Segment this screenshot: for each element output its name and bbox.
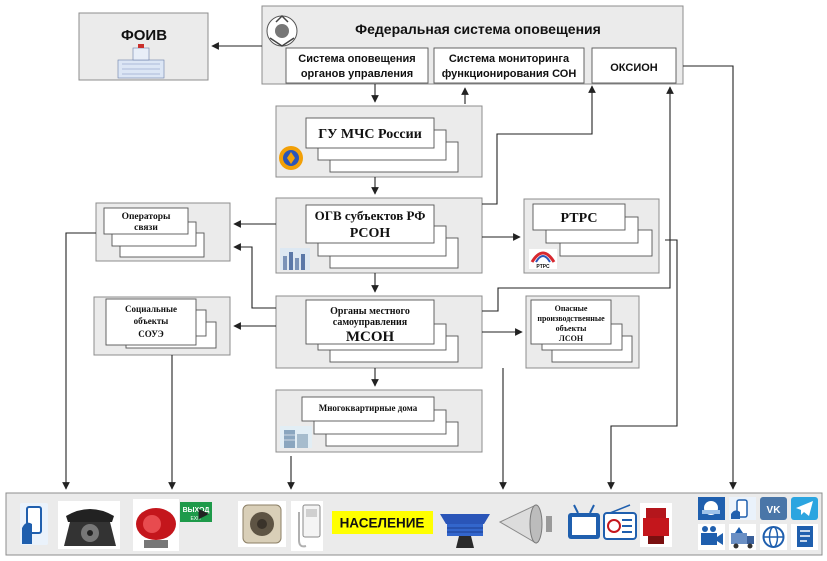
local-line2: самоуправления [333,317,408,328]
radio-icon [603,504,637,540]
hazardous-facilities-node: Опасные производственные объекты ЛСОН [525,295,640,369]
operators-node: Операторы связи [95,202,231,262]
operators-line1: Операторы [122,212,171,222]
document-icon [791,524,818,550]
gu-mchs-title: ГУ МЧС России [318,127,422,142]
ogv-node: ОГВ субъектов РФ РСОН [275,197,483,274]
hazard-line3: объекты [556,324,588,333]
rtrs-node: РТРС РТРС [523,198,660,274]
gu-mchs-node: ГУ МЧС России [275,105,483,178]
arrow-rtrs-to-population [607,239,678,490]
arrow-federal-to-population [683,65,737,490]
siren-icon [133,499,179,551]
vk-icon: VK [760,497,787,520]
oksion-label: ОКСИОН [610,62,658,74]
apartments-title: Многоквартирные дома [319,403,418,413]
population-label: НАСЕЛЕНИЕ [332,511,433,534]
social-line1: Социальные [125,304,177,314]
city-skyline-icon [280,248,310,270]
mushroom-siren-icon [440,514,490,548]
hazard-line2: производственные [537,314,605,323]
tv-icon [568,504,600,539]
arrow-local-to-operators [233,243,276,309]
government-building-icon [117,44,165,79]
connectors [62,42,737,490]
ogv-title-line2: РСОН [350,226,391,241]
control-system-line1: Система оповещения [298,53,415,65]
social-line2: объекты [134,316,169,326]
local-government-node: Органы местного самоуправления МСОН [275,295,483,369]
smartphone-icon [20,503,48,545]
info-board-icon [698,497,725,520]
mchs-emblem-icon [266,14,298,47]
truck-loudspeaker-icon [729,524,756,550]
ogv-title-line1: ОГВ субъектов РФ [315,208,426,223]
horn-loudspeaker-icon [498,504,552,544]
exit-sign-icon: ВЫХОД EXIT [180,502,212,522]
operators-line2: связи [134,223,158,233]
local-line3: МСОН [346,329,395,345]
rtrs-logo-icon: РТРС [529,249,557,270]
vk-icon-label: VK [767,505,782,516]
red-siren-icon [640,503,672,547]
web-globe-icon [760,524,787,550]
foiv-title: ФОИВ [121,27,167,44]
social-objects-node: Социальные объекты СОУЭ [93,296,231,356]
federal-system-node: Федеральная система оповещения Система о… [261,5,684,85]
telegram-icon [791,497,818,520]
exit-sign-sublabel: EXIT [190,516,201,522]
monitoring-system-line2: функционирования СОН [442,68,577,80]
arrow-local-to-oksion [482,86,674,312]
rtrs-title: РТРС [561,211,598,226]
loudspeaker-box-icon [238,501,286,547]
arrow-operators-to-population [62,232,96,490]
apartment-building-icon [280,426,312,448]
video-camera-icon [698,524,725,550]
population-text: НАСЕЛЕНИЕ [340,516,425,531]
control-system-line2: органов управления [301,68,413,80]
phone-hand-icon [729,497,756,520]
federal-title: Федеральная система оповещения [355,21,601,37]
rtrs-logo-text: РТРС [536,264,550,270]
mchs-emblem-icon [279,146,303,170]
population-panel: ВЫХОД EXIT НАСЕЛЕНИЕ [5,492,823,556]
intercom-icon [291,501,323,551]
hazard-line1: Опасные [555,304,588,313]
foiv-node: ФОИВ [78,12,209,81]
exit-sign-label: ВЫХОД [183,507,210,514]
apartments-node: Многоквартирные дома [275,389,483,453]
arrow-ogv-to-oksion [482,85,596,205]
hazard-line4: ЛСОН [559,334,584,343]
local-line1: Органы местного [330,306,410,317]
monitoring-system-line1: Система мониторинга [449,53,570,65]
social-line3: СОУЭ [138,329,164,339]
rotary-phone-icon [58,501,120,549]
